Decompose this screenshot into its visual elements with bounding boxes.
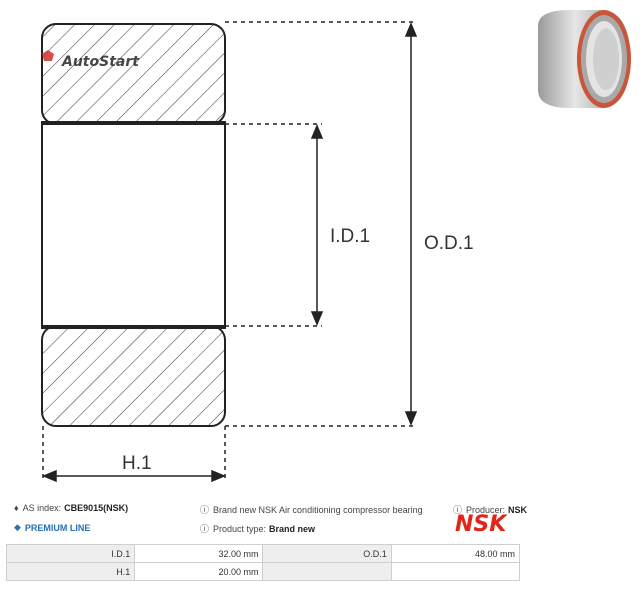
table-row: I.D.1 32.00 mm O.D.1 48.00 mm bbox=[5, 544, 521, 563]
spec-value: 32.00 mm bbox=[134, 544, 264, 563]
svg-text:AutoStart: AutoStart bbox=[61, 54, 140, 70]
info-icon: ⓘ bbox=[453, 505, 463, 515]
bearing-top-section bbox=[41, 23, 226, 125]
producer-value: NSK bbox=[508, 504, 528, 515]
spec-value: 48.00 mm bbox=[390, 544, 521, 563]
spec-value: 20.00 mm bbox=[134, 562, 264, 581]
diamond-icon: ◆ bbox=[14, 522, 21, 532]
premium-line-badge: ◆ PREMIUM LINE bbox=[14, 522, 91, 533]
od-label: O.D.1 bbox=[424, 233, 474, 254]
producer-info: ⓘ Producer:NSK bbox=[453, 504, 528, 516]
product-type-value: Brand new bbox=[269, 523, 316, 534]
table-row: H.1 20.00 mm bbox=[5, 562, 521, 581]
bearing-photo bbox=[538, 10, 631, 108]
product-type-info: ⓘ Product type:Brand new bbox=[200, 523, 316, 535]
autostart-logo: AutoStart bbox=[42, 50, 140, 70]
info-icon: ⓘ bbox=[200, 505, 210, 515]
spec-label: I.D.1 bbox=[5, 544, 136, 563]
spec-value bbox=[390, 562, 521, 581]
bearing-bottom-section bbox=[41, 325, 226, 427]
info-icon: ⓘ bbox=[200, 524, 210, 534]
id-label: I.D.1 bbox=[330, 226, 370, 247]
description-info: ⓘ Brand new NSK Air conditioning compres… bbox=[200, 504, 423, 516]
as-index-value: CBE9015(NSK) bbox=[64, 503, 129, 513]
specs-table: I.D.1 32.00 mm O.D.1 48.00 mm H.1 20.00 … bbox=[5, 544, 521, 581]
spec-label: O.D.1 bbox=[262, 544, 392, 563]
as-index-info: ♦ AS index:CBE9015(NSK) bbox=[14, 503, 129, 513]
nsk-logo: NSK bbox=[455, 512, 507, 537]
h-label: H.1 bbox=[122, 453, 152, 474]
bearing-dimension-drawing: AutoStart I.D.1 O.D.1 H.1 bbox=[41, 21, 474, 483]
spec-label: H.1 bbox=[5, 562, 136, 581]
tag-icon: ♦ bbox=[14, 503, 19, 513]
spec-label bbox=[262, 562, 392, 581]
